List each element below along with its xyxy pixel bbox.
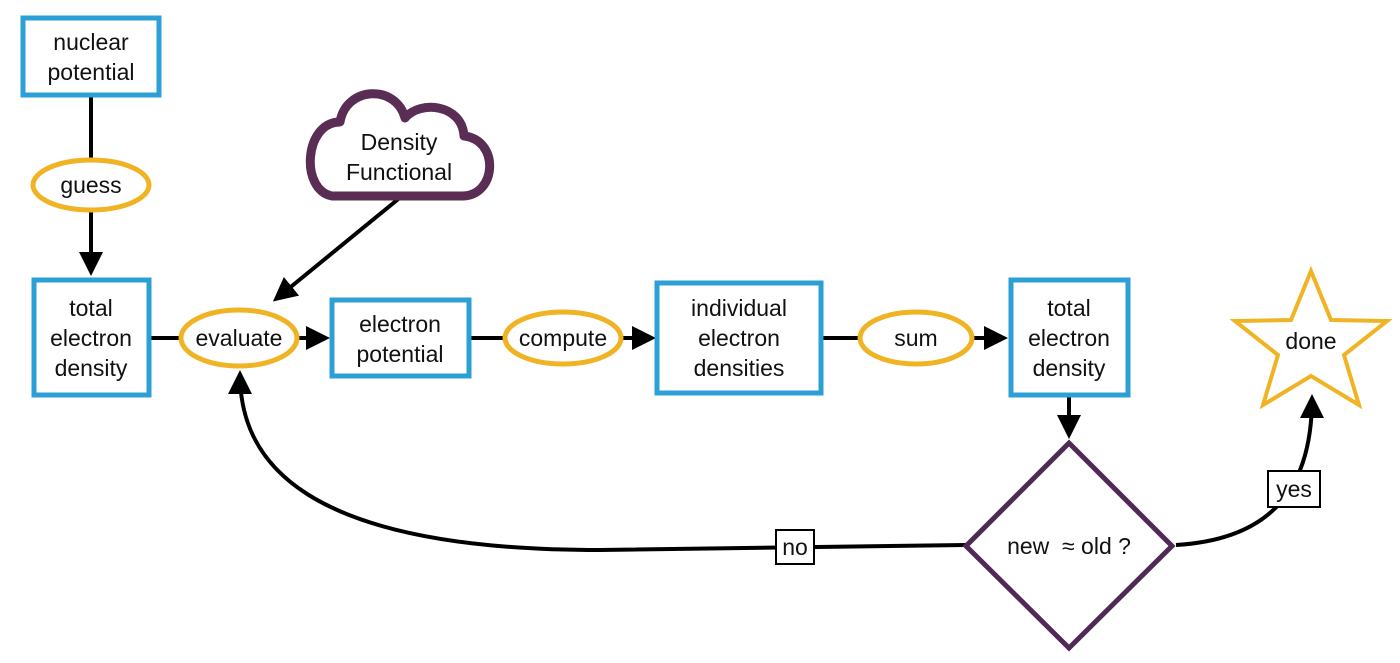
edge-label-yes: yes bbox=[1267, 470, 1321, 508]
node-label-line: individual bbox=[691, 295, 787, 321]
node-total-electron-density-new: total electron density bbox=[1008, 277, 1131, 398]
edge-functional-to-evaluate bbox=[272, 194, 404, 302]
node-label-line: density bbox=[1033, 355, 1106, 381]
node-nuclear-potential: nuclear potential bbox=[20, 15, 162, 98]
cloud-shape bbox=[305, 89, 495, 201]
node-evaluate: evaluate bbox=[178, 307, 300, 369]
node-label-line: electron bbox=[1028, 325, 1110, 351]
node-guess: guess bbox=[30, 157, 152, 213]
node-label-line: Functional bbox=[346, 159, 452, 185]
node-label: compute bbox=[519, 325, 607, 351]
node-decision-diamond: new ≈ old ? bbox=[962, 439, 1176, 652]
node-label-line: potential bbox=[357, 341, 444, 367]
edge-label-text: no bbox=[782, 534, 808, 560]
node-label-line: nuclear bbox=[53, 29, 129, 55]
node-label-line: total bbox=[1047, 295, 1090, 321]
edge-label-text: yes bbox=[1276, 476, 1312, 502]
node-sum: sum bbox=[857, 309, 975, 367]
node-label-line: Density bbox=[361, 129, 438, 155]
star-icon bbox=[1229, 265, 1393, 410]
edge-label-no: no bbox=[775, 529, 815, 565]
node-label: guess bbox=[60, 172, 121, 198]
node-label-line: density bbox=[55, 355, 128, 381]
edge-decision-no-loop bbox=[228, 370, 967, 553]
node-label-line: electron bbox=[359, 311, 441, 337]
node-label-line: electron bbox=[698, 325, 780, 351]
node-label-line: potential bbox=[48, 59, 135, 85]
node-electron-potential: electron potential bbox=[329, 297, 472, 379]
node-label-line: electron bbox=[50, 325, 132, 351]
node-label: done bbox=[1285, 328, 1336, 354]
node-density-functional-cloud: Density Functional bbox=[305, 89, 495, 201]
node-label-line: densities bbox=[694, 355, 785, 381]
node-compute: compute bbox=[502, 309, 624, 367]
node-total-electron-density-initial: total electron density bbox=[31, 277, 152, 398]
node-label: sum bbox=[894, 325, 937, 351]
node-label: evaluate bbox=[196, 325, 283, 351]
node-label-line: total bbox=[69, 295, 112, 321]
node-done-star: done bbox=[1229, 265, 1393, 410]
node-label: new ≈ old ? bbox=[1007, 533, 1131, 559]
node-individual-electron-densities: individual electron densities bbox=[654, 280, 824, 396]
diamond-shape bbox=[962, 439, 1176, 652]
